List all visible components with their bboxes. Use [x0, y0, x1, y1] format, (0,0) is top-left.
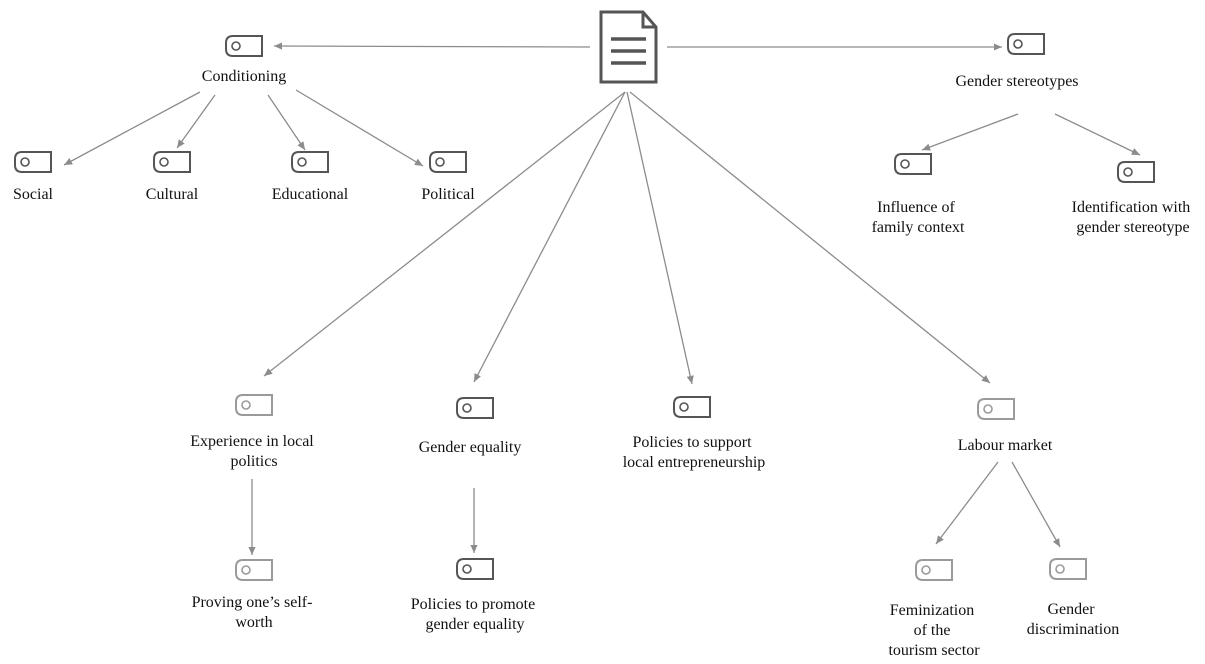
tag-icon-feminization	[915, 559, 953, 581]
edge-labour-feminization	[935, 461, 999, 545]
local-politics-line-2: politics	[230, 453, 277, 470]
entrepreneurship-line-1: Policies to support	[632, 434, 752, 451]
edge-conditioning-cultural	[176, 94, 216, 149]
family-context-line-2: family context	[872, 219, 965, 236]
tag-icon-educational	[291, 151, 329, 173]
edges	[63, 42, 1141, 555]
edge-stereotypes-identification	[1054, 113, 1141, 156]
edge-conditioning-educational	[267, 94, 306, 151]
tag-icons	[14, 33, 1155, 581]
edge-root-conditioning	[273, 42, 591, 50]
feminization-line-3: tourism sector	[888, 642, 980, 659]
edge-labour-discrimination	[1011, 461, 1061, 548]
feminization-line-1: Feminization	[890, 602, 974, 619]
edge-conditioning-political	[295, 89, 424, 167]
discrimination-line-1: Gender	[1047, 601, 1095, 618]
node-entrepreneurship-label: Policies to support local entrepreneursh…	[623, 434, 766, 471]
tag-icon-local-politics	[235, 394, 273, 416]
node-educational-label: Educational	[272, 186, 349, 203]
tag-icon-entrepreneurship	[673, 396, 711, 418]
tag-icon-self-worth	[235, 559, 273, 581]
node-gender-equality-label: Gender equality	[419, 439, 522, 456]
edge-root-local-politics	[263, 91, 626, 377]
edge-conditioning-social	[63, 91, 201, 166]
edge-root-labour-market	[629, 91, 991, 384]
tag-icon-labour-market	[977, 398, 1015, 420]
tag-icon-gender-stereotypes	[1007, 33, 1045, 55]
node-self-worth-label: Proving one’s self- worth	[192, 594, 317, 631]
tag-icon-conditioning	[225, 35, 263, 57]
identification-line-1: Identification with	[1072, 199, 1191, 216]
node-family-context-label: Influence of family context	[872, 199, 965, 236]
node-labour-market-label: Labour market	[958, 437, 1053, 454]
promote-equality-line-1: Policies to promote	[411, 596, 535, 613]
tag-icon-political	[429, 151, 467, 173]
node-promote-equality-label: Policies to promote gender equality	[411, 596, 539, 633]
self-worth-line-1: Proving one’s self-	[192, 594, 313, 611]
node-conditioning-label: Conditioning	[202, 68, 286, 85]
tag-icon-social	[14, 151, 52, 173]
tag-icon-promote-equality	[456, 558, 494, 580]
discrimination-line-2: discrimination	[1027, 621, 1119, 638]
edge-root-gender-equality	[473, 91, 626, 383]
edge-stereotypes-family	[921, 113, 1019, 151]
tag-icon-cultural	[153, 151, 191, 173]
promote-equality-line-2: gender equality	[425, 616, 524, 633]
node-cultural-label: Cultural	[146, 186, 199, 203]
self-worth-line-2: worth	[235, 614, 272, 631]
node-political-label: Political	[421, 186, 475, 203]
node-discrimination-label: Gender discrimination	[1027, 601, 1119, 638]
node-local-politics-label: Experience in local politics	[190, 433, 318, 470]
entrepreneurship-line-2: local entrepreneurship	[623, 454, 766, 471]
identification-line-2: gender stereotype	[1076, 219, 1189, 236]
tag-icon-family-context	[894, 153, 932, 175]
document-icon	[599, 10, 658, 84]
node-identification-label: Identification with gender stereotype	[1072, 199, 1195, 236]
node-social-label: Social	[13, 186, 54, 203]
family-context-line-1: Influence of	[877, 199, 955, 216]
tag-icon-identification	[1117, 161, 1155, 183]
tag-icon-discrimination	[1049, 558, 1087, 580]
edge-root-entrepreneurship	[626, 91, 694, 385]
node-feminization-label: Feminization of the tourism sector	[888, 602, 980, 659]
node-gender-stereotypes-label: Gender stereotypes	[955, 73, 1078, 90]
tag-icon-gender-equality	[456, 397, 494, 419]
feminization-line-2: of the	[914, 622, 951, 639]
labels: Conditioning Social Cultural Educational…	[13, 68, 1195, 659]
local-politics-line-1: Experience in local	[190, 433, 314, 450]
